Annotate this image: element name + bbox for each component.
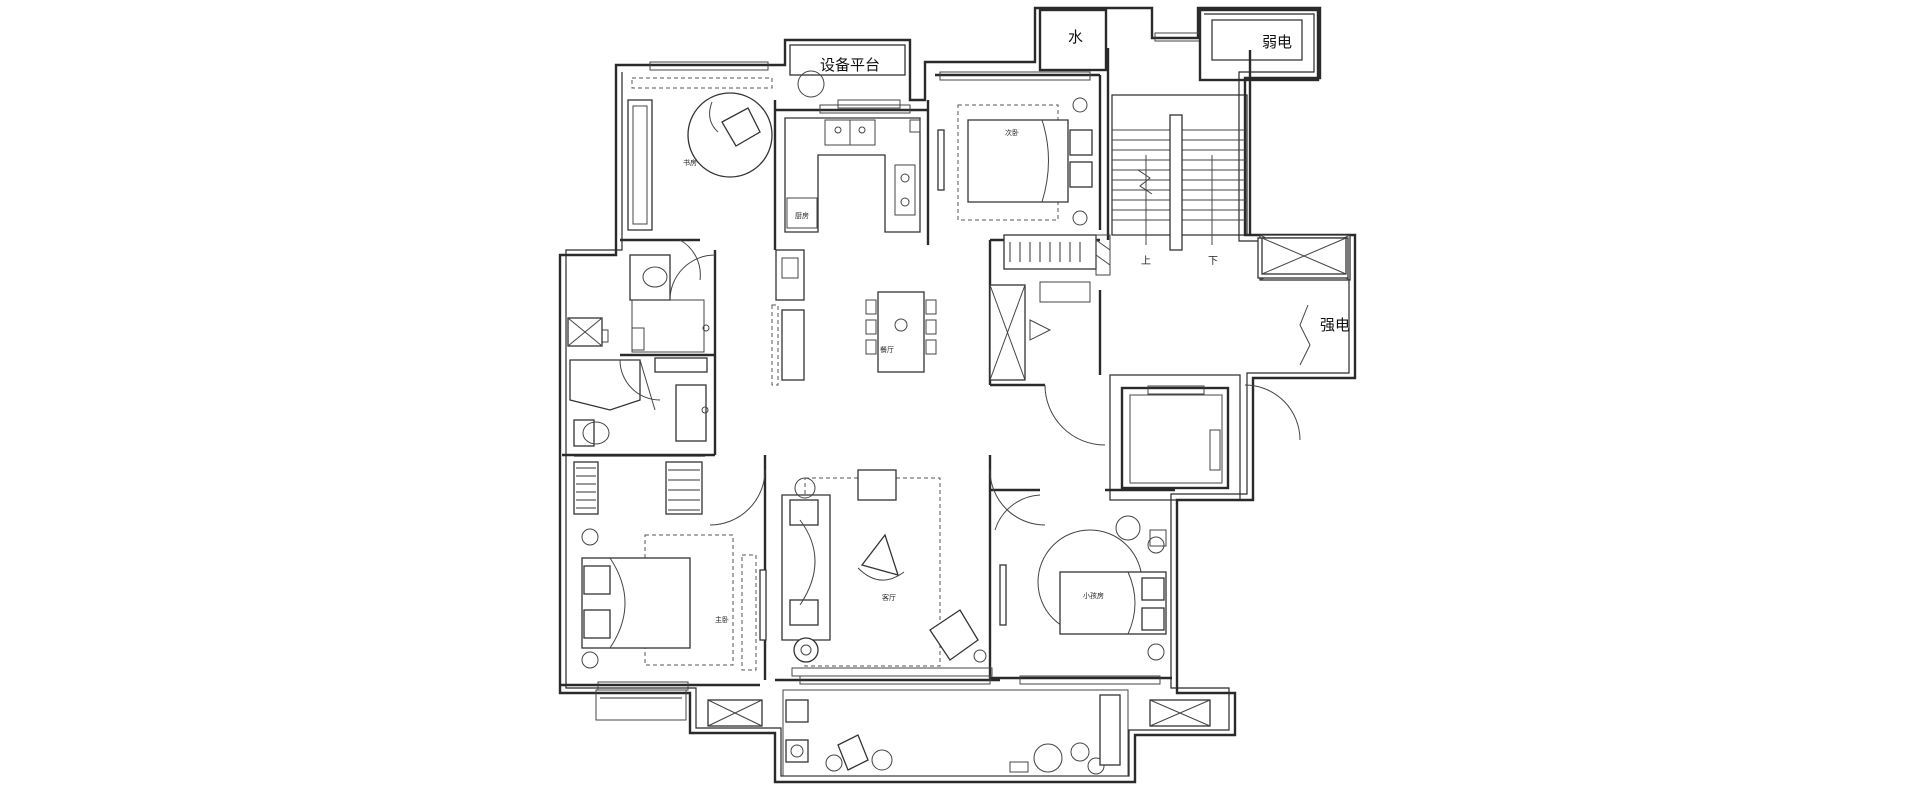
wardrobe-hangers [1009, 242, 1081, 262]
dining-room: 餐厅 [771, 249, 937, 386]
stair-up-label: 上 [1141, 255, 1151, 267]
kitchen-room: 厨房 [784, 117, 921, 233]
kitchen-label: 厨房 [795, 211, 809, 220]
entry-area [989, 281, 1301, 446]
water-label: 水 [1068, 28, 1083, 46]
balconies [567, 237, 1349, 777]
study-room: 书房 [627, 77, 773, 281]
living-label: 客厅 [882, 593, 896, 602]
master-bedroom: 主卧 [573, 455, 767, 671]
master-wardrobe-left [576, 467, 596, 509]
dining-label: 餐厅 [880, 345, 894, 354]
stair-down-label: 下 [1208, 256, 1218, 267]
kids-room-label: 小孩房 [1083, 591, 1104, 600]
stairwell: 上 下 [1111, 94, 1248, 267]
living-room: 客厅 [781, 469, 993, 677]
second-bedroom: 次卧 [937, 97, 1111, 276]
master-wardrobe-right [668, 469, 700, 511]
master-bedroom-label: 主卧 [715, 615, 729, 624]
elevator [1129, 385, 1223, 484]
door-swings [619, 254, 1046, 526]
bathrooms [569, 254, 710, 447]
equipment-platform-label: 设备平台 [820, 56, 880, 74]
second-bedroom-label: 次卧 [1005, 128, 1019, 137]
kids-room: 小孩房 [994, 494, 1167, 661]
strong-current-label: 强电 [1320, 316, 1350, 334]
study-label: 书房 [683, 158, 697, 167]
weak-current-label: 弱电 [1262, 33, 1292, 51]
equipment-platform: 设备平台 [789, 44, 906, 109]
